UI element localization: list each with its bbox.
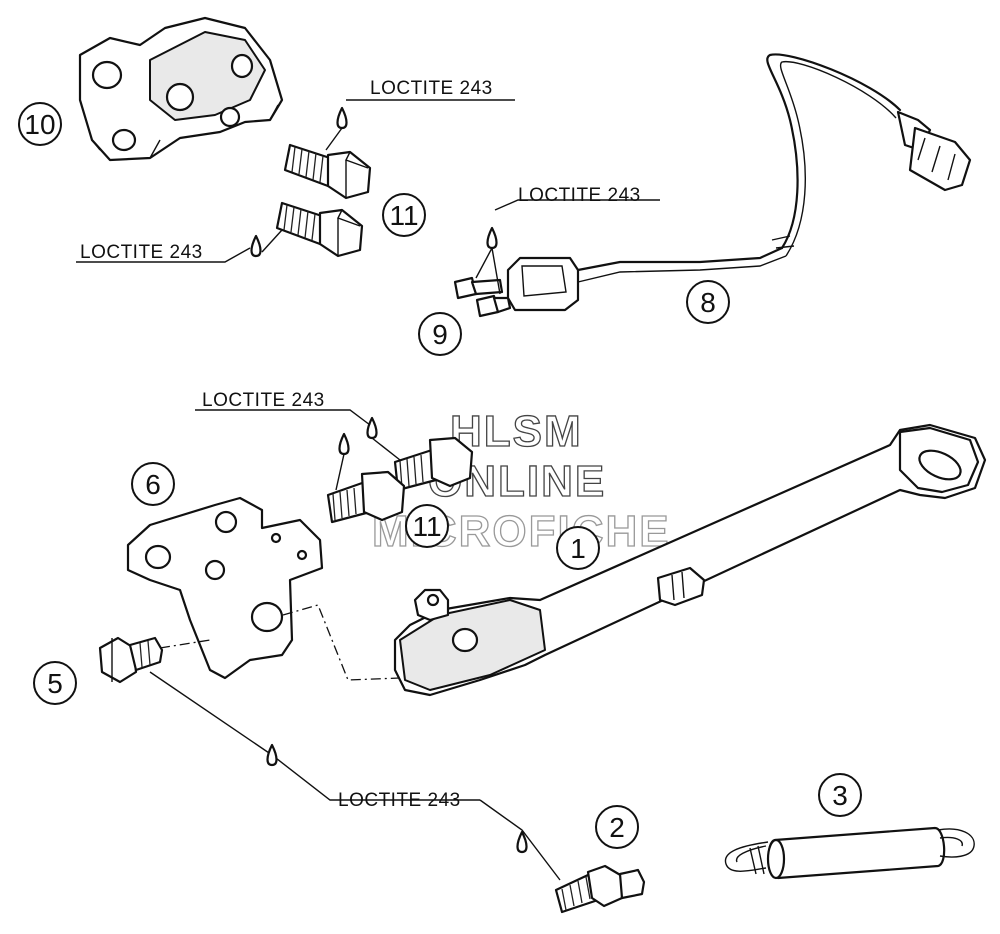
- loctite-label-lower-bolt: LOCTITE 243: [80, 242, 203, 263]
- svg-text:3: 3: [832, 780, 848, 811]
- part-5-pivot-bolt: [98, 636, 164, 684]
- part-9-switch-screws: [453, 226, 512, 318]
- loctite-label-bracket-bolts: LOCTITE 243: [202, 390, 325, 411]
- callout-1: 1: [556, 526, 600, 570]
- svg-text:11: 11: [412, 511, 441, 542]
- callout-10: 10: [18, 102, 62, 146]
- part-11-bracket-bolts: [326, 416, 474, 524]
- part-8-sidestand-switch: [506, 53, 972, 312]
- svg-text:2: 2: [609, 812, 625, 843]
- part-10-mount-bracket: [78, 16, 284, 162]
- callout-6: 6: [131, 462, 175, 506]
- part-2-spring-stud: [554, 864, 646, 914]
- svg-text:6: 6: [145, 469, 161, 500]
- loctite-drop-icon: [250, 234, 262, 258]
- svg-text:5: 5: [47, 668, 63, 699]
- loctite-label-switch-screws: LOCTITE 243: [518, 185, 641, 206]
- svg-text:9: 9: [432, 319, 448, 350]
- loctite-label-pivot-bolt: LOCTITE 243: [338, 790, 461, 811]
- callout-11-upper: 11: [382, 193, 426, 237]
- callout-8: 8: [686, 280, 730, 324]
- loctite-drop-icon: [486, 226, 498, 250]
- callout-3: 3: [818, 773, 862, 817]
- loctite-label-top-bolts: LOCTITE 243: [370, 78, 493, 99]
- loctite-drop-icon: [366, 416, 378, 440]
- part-6-mount-plate: [126, 496, 324, 680]
- callout-2: 2: [595, 805, 639, 849]
- callout-9: 9: [418, 312, 462, 356]
- svg-text:11: 11: [389, 200, 418, 231]
- callout-5: 5: [33, 661, 77, 705]
- svg-text:10: 10: [24, 109, 55, 140]
- loctite-drop-icon: [266, 743, 278, 767]
- svg-text:1: 1: [570, 533, 586, 564]
- part-11-upper-bolts: [250, 106, 372, 258]
- part-1-sidestand-leg: [393, 423, 987, 697]
- part-3-return-spring: [724, 826, 975, 880]
- loctite-drop-icon: [516, 830, 528, 854]
- watermark-line-1: HLSM: [450, 407, 583, 456]
- loctite-drop-icon: [336, 106, 348, 130]
- svg-text:8: 8: [700, 287, 716, 318]
- loctite-drop-icon: [338, 432, 350, 456]
- callout-11-middle: 11: [405, 504, 449, 548]
